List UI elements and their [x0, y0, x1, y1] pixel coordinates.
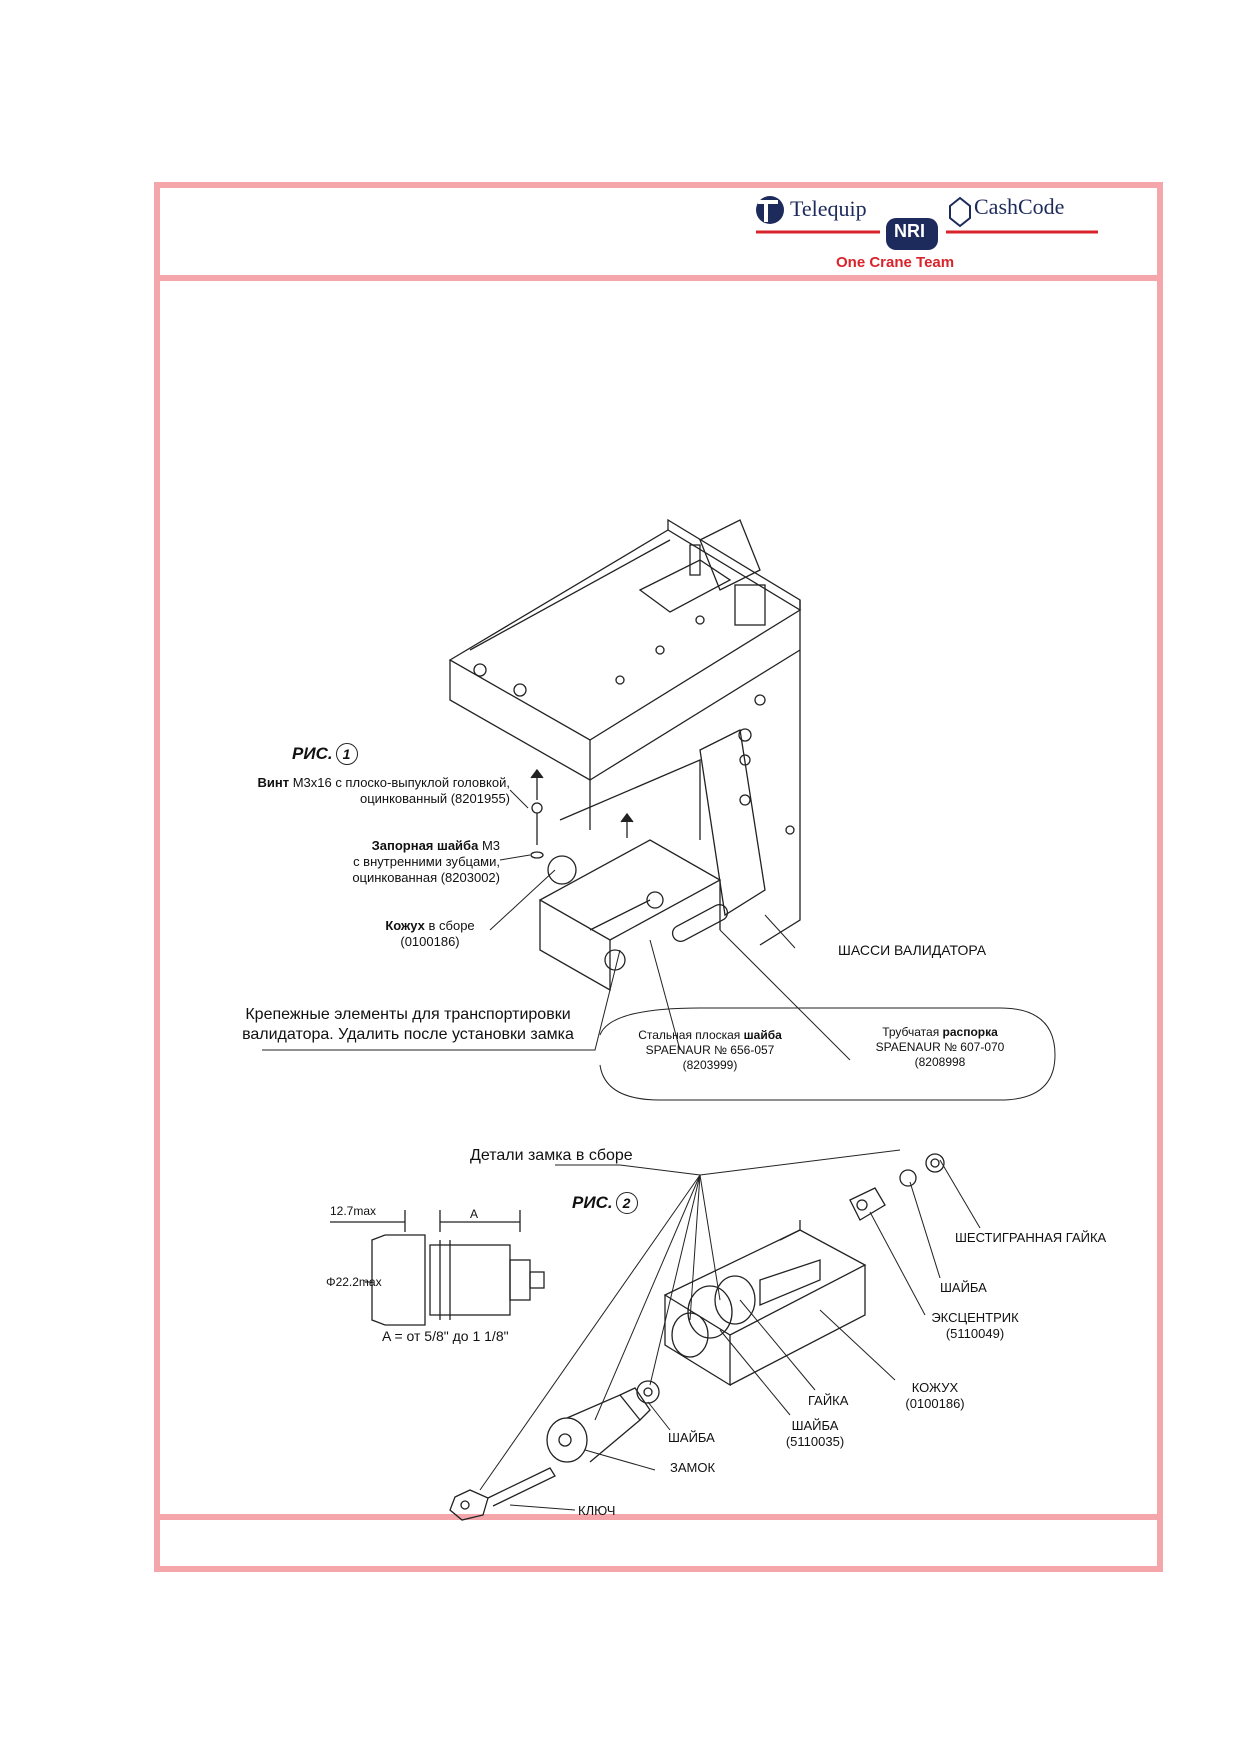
fig2-label: РИС.2: [572, 1192, 638, 1214]
steel-washer-pre: Стальная плоская: [638, 1028, 744, 1042]
cam-label-code: (5110049): [945, 1326, 1005, 1341]
cover-fig2-code: (0100186): [905, 1396, 965, 1411]
shipping-fasteners-note: Крепежные элементы для транспортировки в…: [218, 1005, 598, 1045]
lock-washer-rest: M3: [478, 838, 500, 853]
cam-label: ЭКСЦЕНТРИК (5110049): [920, 1310, 1030, 1342]
hex-nut-label: ШЕСТИГРАННАЯ ГАЙКА: [955, 1230, 1107, 1245]
steel-washer-line3: (8203999): [682, 1058, 738, 1072]
tube-spacer-pre: Трубчатая: [882, 1025, 943, 1039]
chassis-label: ШАССИ ВАЛИДАТОРА: [838, 942, 987, 958]
shipping-note-line2: валидатора. Удалить после установки замк…: [242, 1026, 574, 1043]
cover-fig2-label: КОЖУХ (0100186): [895, 1380, 975, 1412]
lock-washer-line3: оцинкованная (8203002): [352, 870, 500, 885]
telequip-logo-text: Telequip: [790, 196, 867, 221]
cover-label: Кожух в сборе (0100186): [360, 918, 500, 950]
fig2-number: 2: [615, 1192, 638, 1214]
screw-label-bold: Винт: [257, 775, 290, 790]
nri-logo-icon: [886, 218, 938, 250]
fig1-leader-lines: [262, 789, 1056, 1101]
lock-washer-label: Запорная шайба M3 с внутренними зубцами,…: [200, 838, 500, 886]
cam-label-name: ЭКСЦЕНТРИК: [931, 1310, 1019, 1325]
cashcode-logo-icon: [949, 196, 971, 228]
team-slogan: One Crane Team: [836, 254, 955, 271]
lock-label: ЗАМОК: [670, 1460, 716, 1475]
steel-washer-line2: SPAENAUR № 656-057: [645, 1043, 775, 1057]
top-washer-label: ШАЙБА: [940, 1280, 987, 1295]
nri-logo-text: NRI: [894, 221, 925, 241]
fig2-label-text: РИС.: [572, 1193, 613, 1212]
steel-washer-label: Стальная плоская шайба SPAENAUR № 656-05…: [620, 1028, 800, 1073]
tube-spacer-label: Трубчатая распорка SPAENAUR № 607-070 (8…: [860, 1025, 1020, 1070]
tube-spacer-bold: распорка: [942, 1025, 998, 1039]
shipping-note-line1: Крепежные элементы для транспортировки: [245, 1006, 571, 1023]
cashcode-logo-text: CashCode: [974, 194, 1065, 219]
mid-washer-code: (5110035): [785, 1434, 845, 1449]
dim-a-label: A: [470, 1207, 479, 1221]
dim-max-label: 12.7max: [330, 1204, 377, 1218]
mid-washer-label: ШАЙБА (5110035): [775, 1418, 855, 1450]
tube-spacer-line3: (8208998: [914, 1055, 966, 1069]
screw-label-rest: M3x16 с плоско-выпуклой головкой,: [289, 775, 510, 790]
dim-a-formula: A = от 5/8" до 1 1/8": [382, 1328, 509, 1344]
fig2-leader-lines: [479, 1149, 981, 1511]
logo-graphics: [756, 196, 1098, 250]
dim-diameter-label: Φ22.2max: [326, 1275, 382, 1289]
cover-label-line2: (0100186): [400, 934, 460, 949]
page-frame: [154, 182, 1163, 1572]
screw-label: Винт M3x16 с плоско-выпуклой головкой, о…: [200, 775, 510, 807]
mid-washer-name: ШАЙБА: [791, 1418, 839, 1433]
footer-divider: [160, 1514, 1157, 1520]
fig1-label-text: РИС.: [292, 744, 333, 763]
key-label: КЛЮЧ: [578, 1503, 616, 1518]
fig1-number: 1: [335, 743, 358, 765]
nut-label: ГАЙКА: [808, 1393, 849, 1408]
low-washer-label: ШАЙБА: [668, 1430, 715, 1445]
lock-washer-line2: с внутренними зубцами,: [353, 854, 500, 869]
header-divider: [160, 275, 1157, 281]
steel-washer-bold: шайба: [743, 1028, 782, 1042]
lock-assembly-drawing: [330, 1153, 945, 1521]
cover-label-rest: в сборе: [424, 918, 475, 933]
fig1-label: РИС.1: [292, 743, 358, 765]
lock-assembly-title: Детали замка в сборе: [470, 1147, 633, 1164]
screw-label-line2: оцинкованный (8201955): [359, 791, 510, 806]
validator-chassis-drawing: [448, 518, 802, 992]
tube-spacer-line2: SPAENAUR № 607-070: [875, 1040, 1005, 1054]
cover-label-bold: Кожух: [385, 918, 425, 933]
cover-fig2-name: КОЖУХ: [911, 1380, 959, 1395]
lock-washer-bold: Запорная шайба: [371, 838, 479, 853]
